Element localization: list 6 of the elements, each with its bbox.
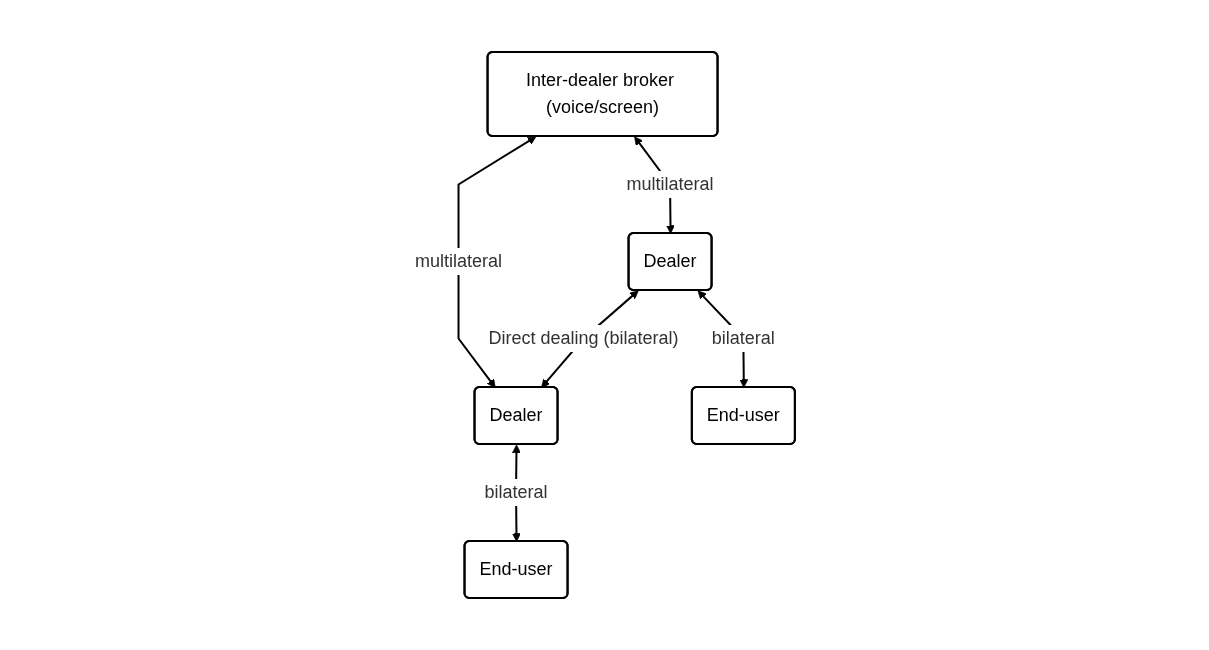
edge-label: multilateral bbox=[626, 174, 714, 194]
edge-label: Direct dealing (bilateral) bbox=[488, 327, 679, 348]
edge-label: multilateral bbox=[414, 250, 502, 271]
edge-label: bilateral bbox=[484, 481, 548, 502]
edge-label: bilateral bbox=[711, 327, 775, 348]
arrow bbox=[457, 136, 536, 388]
